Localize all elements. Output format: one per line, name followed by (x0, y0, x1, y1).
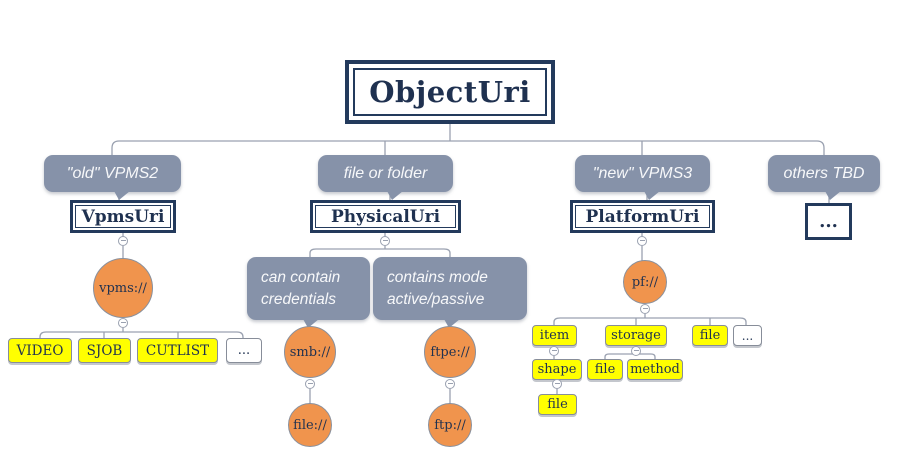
type-node-sjob[interactable]: SJOB (78, 338, 131, 363)
scheme-node-pf-label: pf:// (631, 274, 659, 290)
pf-node-file[interactable]: file (692, 325, 728, 346)
type-node-video-label: VIDEO (16, 342, 64, 359)
collapse-toggle-icon[interactable] (305, 379, 315, 389)
type-node-cutlist[interactable]: CUTLIST (137, 338, 218, 363)
collapse-toggle-icon[interactable] (118, 318, 128, 328)
pf-node-item[interactable]: item (532, 325, 577, 346)
scheme-node-file[interactable]: file:// (288, 403, 332, 447)
pf-node-method-label: method (630, 362, 680, 377)
topic-physicaluri-label: PhysicalUri (315, 205, 456, 228)
collapse-toggle-icon[interactable] (631, 346, 641, 356)
more-node-label: ... (237, 343, 251, 358)
callout-tail (113, 191, 130, 200)
scheme-node-ftpe-label: ftpe:// (430, 344, 470, 360)
topic-physicaluri[interactable]: PhysicalUri (310, 200, 461, 233)
callout-others-tbd-label: others TBD (783, 164, 865, 182)
collapse-toggle-icon[interactable] (552, 379, 562, 389)
scheme-node-vpms[interactable]: vpms:// (93, 258, 153, 318)
scheme-node-vpms-label: vpms:// (99, 280, 147, 296)
pf-node-storage-file[interactable]: file (587, 359, 623, 380)
scheme-node-file-label: file:// (293, 417, 327, 433)
type-node-sjob-label: SJOB (86, 342, 123, 359)
callout-contains-mode[interactable]: contains mode active/passive (373, 257, 527, 328)
topic-others-more[interactable]: ... (805, 203, 852, 240)
pf-node-storage-file-label: file (594, 362, 616, 377)
callout-old-vpms2-label: "old" VPMS2 (66, 164, 159, 182)
scheme-node-smb-label: smb:// (289, 344, 331, 360)
callout-others-tbd[interactable]: others TBD (768, 155, 880, 200)
callout-old-vpms2[interactable]: "old" VPMS2 (44, 155, 181, 200)
pf-node-shape-label: shape (537, 362, 577, 377)
callout-tail (643, 191, 660, 200)
topic-vpmsuri-label: VpmsUri (75, 205, 171, 228)
topic-others-more-label: ... (819, 211, 838, 232)
callout-mode-label: contains mode active/passive (387, 268, 488, 308)
pf-node-shape[interactable]: shape (532, 359, 582, 380)
scheme-node-ftp-label: ftp:// (434, 417, 466, 433)
pf-node-method[interactable]: method (627, 359, 683, 380)
collapse-toggle-icon[interactable] (640, 304, 650, 314)
topic-platformuri[interactable]: PlatformUri (570, 200, 715, 233)
callout-tail (302, 319, 319, 328)
callout-file-or-folder[interactable]: file or folder (318, 155, 453, 200)
callout-can-contain-credentials[interactable]: can contain credentials (247, 257, 370, 328)
more-node[interactable]: ... (226, 338, 262, 363)
collapse-toggle-icon[interactable] (380, 236, 390, 246)
scheme-node-smb[interactable]: smb:// (284, 326, 336, 378)
scheme-node-ftp[interactable]: ftp:// (428, 403, 472, 447)
callout-file-or-folder-label: file or folder (343, 164, 428, 182)
pf-node-storage[interactable]: storage (605, 325, 667, 346)
pf-node-storage-label: storage (611, 328, 661, 343)
topic-platformuri-label: PlatformUri (575, 205, 710, 228)
pf-node-item-label: item (539, 328, 570, 343)
root-topic-label: ObjectUri (353, 68, 547, 116)
callout-tail (825, 191, 841, 200)
more-node[interactable]: ... (733, 325, 762, 346)
callout-credentials-label: can contain credentials (261, 268, 341, 308)
callout-new-vpms3[interactable]: "new" VPMS3 (575, 155, 710, 200)
root-topic-objecturi[interactable]: ObjectUri (345, 60, 555, 124)
scheme-node-ftpe[interactable]: ftpe:// (424, 326, 476, 378)
topic-vpmsuri[interactable]: VpmsUri (70, 200, 176, 233)
type-node-cutlist-label: CUTLIST (145, 342, 210, 359)
callout-new-vpms3-label: "new" VPMS3 (592, 164, 693, 182)
collapse-toggle-icon[interactable] (549, 346, 559, 356)
pf-node-file-label: file (699, 328, 721, 343)
more-node-label: ... (741, 328, 754, 343)
pf-node-shape-file[interactable]: file (538, 394, 577, 415)
scheme-node-pf[interactable]: pf:// (623, 260, 667, 304)
pf-node-shape-file-label: file (547, 397, 568, 412)
collapse-toggle-icon[interactable] (445, 379, 455, 389)
collapse-toggle-icon[interactable] (118, 236, 128, 246)
type-node-video[interactable]: VIDEO (8, 338, 72, 363)
collapse-toggle-icon[interactable] (637, 236, 647, 246)
callout-tail (444, 319, 460, 328)
callout-tail (386, 191, 403, 200)
